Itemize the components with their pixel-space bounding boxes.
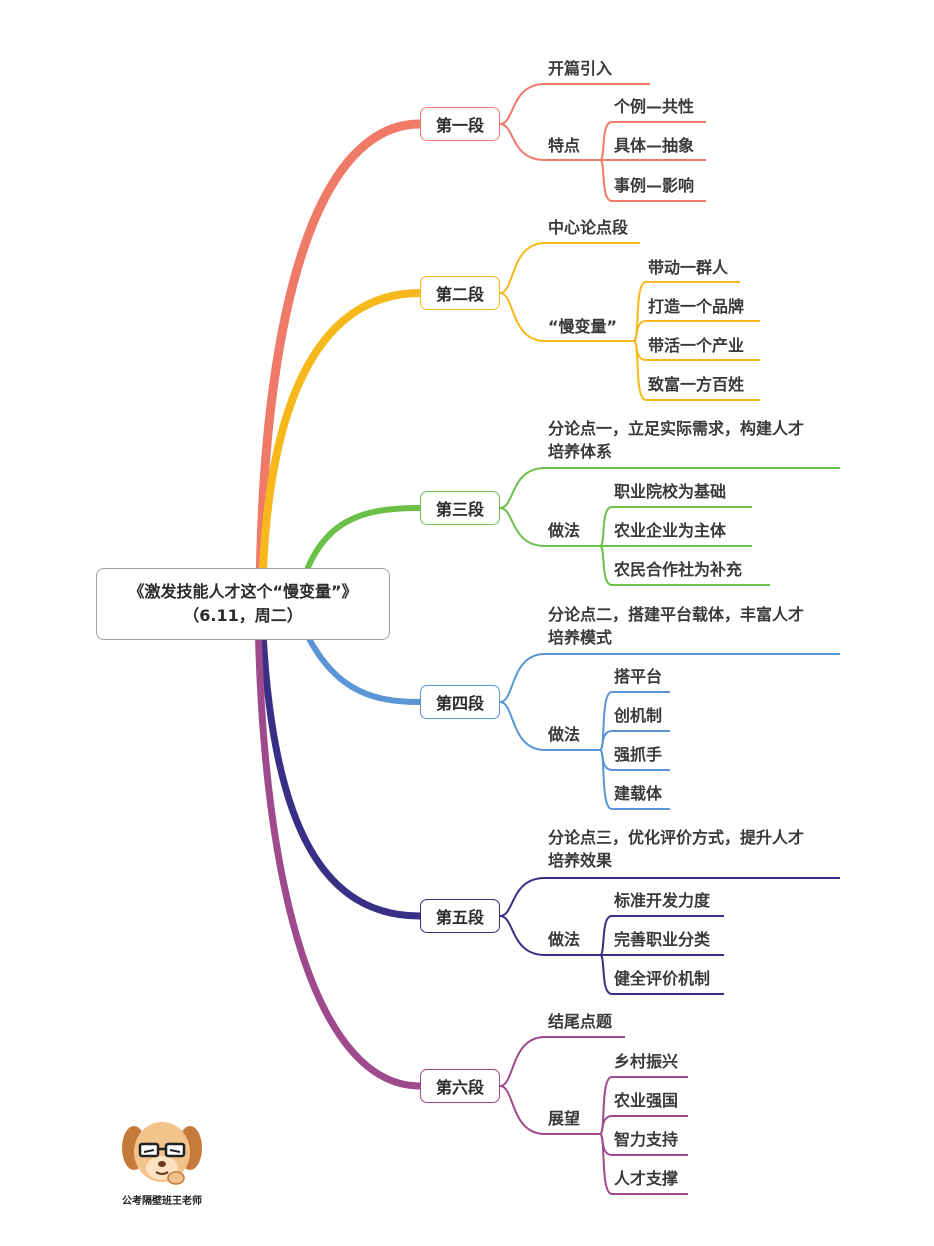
section-label: 第五段 (435, 908, 484, 927)
s3-leaf-1: 职业院校为基础 (614, 482, 727, 501)
s3-leaf-link-3 (599, 545, 770, 586)
section-node-6[interactable]: 第六段 (420, 1069, 500, 1103)
s5-link-mid (499, 915, 600, 956)
s5-mid-label: 做法 (548, 930, 581, 949)
s5-top-label-line2: 培养效果 (548, 851, 613, 870)
s5-leaf-3: 健全评价机制 (614, 969, 711, 988)
s6-leaf-3: 智力支持 (614, 1130, 679, 1149)
branch-curve-4 (297, 617, 423, 705)
s4-link-mid (499, 701, 600, 751)
root-node[interactable]: 《激发技能人才这个“慢变量”》 （6.11，周二） (96, 568, 390, 640)
s1-leaf-link-1 (599, 121, 706, 161)
s5-leaf-2: 完善职业分类 (614, 930, 711, 949)
section-label: 第六段 (435, 1078, 484, 1097)
s1-leaf-2: 具体—抽象 (614, 136, 695, 155)
s6-link-mid (499, 1085, 600, 1135)
branch-curve-2 (258, 289, 424, 604)
s1-link-top (499, 83, 650, 125)
s2-leaf-3: 带活一个产业 (648, 336, 745, 355)
s3-leaf-3: 农民合作社为补充 (614, 560, 743, 579)
section-label: 第三段 (435, 500, 484, 519)
s4-leaf-2: 创机制 (614, 706, 663, 725)
s3-mid-label: 做法 (548, 521, 581, 540)
s6-leaf-link-4 (599, 1133, 688, 1195)
s6-leaf-4: 人才支撑 (614, 1169, 679, 1188)
cartoon-dog-with-glasses-icon (122, 1122, 202, 1185)
s4-leaf-link-4 (599, 749, 670, 810)
s4-mid-label: 做法 (548, 725, 581, 744)
section-label: 第二段 (435, 285, 484, 304)
root-title: 《激发技能人才这个“慢变量”》 (128, 582, 358, 601)
branch-curve-3 (297, 505, 423, 593)
s6-link-top (499, 1036, 625, 1087)
s2-top-label: 中心论点段 (548, 218, 629, 237)
s4-top-label-line2: 培养模式 (548, 628, 613, 647)
s4-top-label-line1: 分论点二，搭建平台载体，丰富人才 (548, 605, 805, 624)
s4-leaf-4: 建载体 (614, 784, 663, 803)
section-label: 第四段 (435, 694, 484, 713)
s5-link-top (499, 877, 840, 917)
s3-leaf-link-1 (599, 506, 752, 547)
section-node-3[interactable]: 第三段 (420, 491, 500, 525)
branch-curve-1 (255, 119, 425, 605)
s2-leaf-link-2 (633, 320, 760, 342)
root-date: （6.11，周二） (183, 606, 303, 625)
branch-curve-5 (258, 606, 424, 920)
s6-leaf-2: 农业强国 (614, 1091, 679, 1110)
s2-leaf-2: 打造一个品牌 (648, 297, 745, 316)
s2-leaf-link-4 (633, 340, 760, 401)
s6-top-label: 结尾点题 (548, 1012, 613, 1031)
s5-top-label-line1: 分论点三，优化评价方式，提升人才 (548, 828, 805, 847)
section-label: 第一段 (435, 116, 484, 135)
s2-leaf-4: 致富一方百姓 (648, 375, 745, 394)
s3-link-top (499, 467, 840, 509)
s3-leaf-2: 农业企业为主体 (614, 521, 727, 540)
author-caption: 公考隔壁班王老师 (122, 1196, 202, 1207)
s5-leaf-link-3 (599, 954, 724, 995)
s4-leaf-1: 搭平台 (614, 667, 663, 686)
s2-leaf-1: 带动一群人 (648, 258, 729, 277)
s5-leaf-link-1 (599, 915, 724, 956)
branch-curve-6 (254, 606, 424, 1090)
s3-link-mid (499, 507, 600, 547)
s5-leaf-1: 标准开发力度 (614, 891, 711, 910)
s1-link-mid (499, 123, 600, 161)
s1-leaf-1: 个例—共性 (614, 97, 695, 116)
s6-leaf-1: 乡村振兴 (614, 1052, 679, 1071)
s4-leaf-3: 强抓手 (614, 745, 663, 764)
s3-top-label-line1: 分论点一，立足实际需求，构建人才 (548, 419, 805, 438)
s1-leaf-3: 事例—影响 (614, 176, 695, 195)
s1-top-label: 开篇引入 (548, 59, 613, 78)
s2-mid-label: “慢变量” (548, 317, 618, 336)
s1-leaf-link-3 (599, 159, 706, 202)
section-node-1[interactable]: 第一段 (420, 107, 500, 141)
section-node-2[interactable]: 第二段 (420, 276, 500, 310)
s2-link-top (499, 242, 640, 294)
section-node-5[interactable]: 第五段 (420, 899, 500, 933)
section-node-4[interactable]: 第四段 (420, 685, 500, 719)
s6-mid-label: 展望 (548, 1109, 581, 1128)
s4-link-top (499, 653, 840, 703)
s1-mid-label: 特点 (548, 136, 581, 155)
s2-link-mid (499, 292, 634, 342)
s3-top-label-line2: 培养体系 (548, 442, 613, 461)
